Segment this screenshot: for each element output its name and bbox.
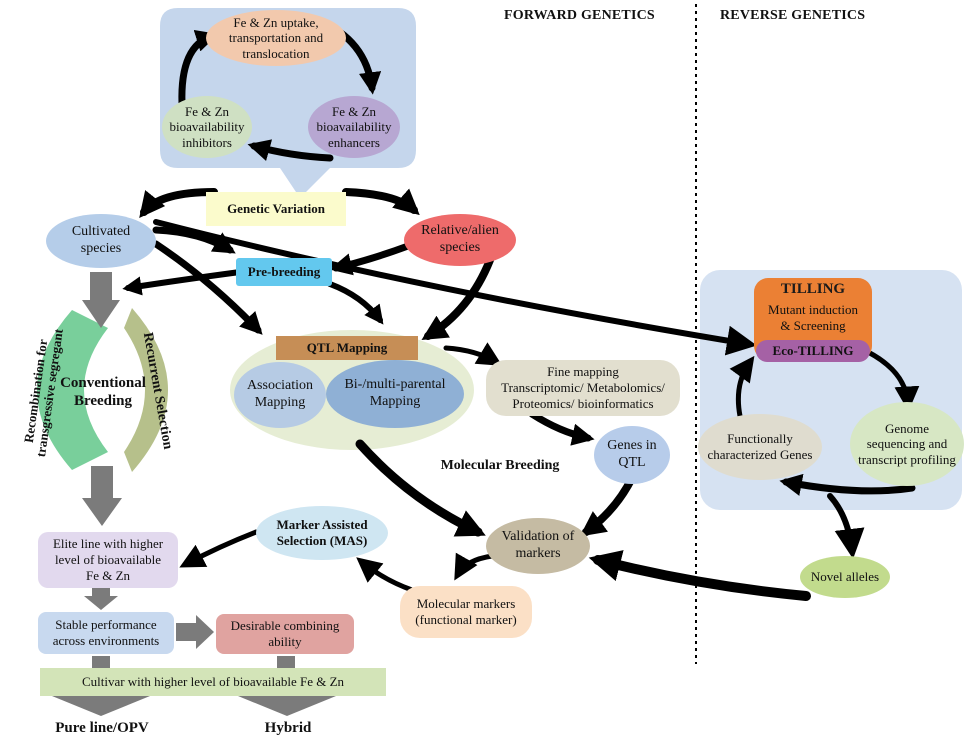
qtl-mapping-title: QTL Mapping — [276, 336, 418, 360]
gray-arrow-down-2 — [82, 466, 122, 526]
pre-breeding-box: Pre-breeding — [236, 258, 332, 286]
reverse-genetics-header: REVERSE GENETICS — [720, 8, 866, 23]
genes-in-qtl-node: Genes in QTL — [594, 426, 670, 484]
uptake-node: Fe & Zn uptake, transportation and trans… — [206, 10, 346, 66]
biparental-mapping-node: Bi-/multi-parental Mapping — [326, 360, 464, 428]
cultivated-species-node: Cultivated species — [46, 214, 156, 268]
arrow-finemapping-to-genes — [528, 410, 595, 446]
genetic-variation-box: Genetic Variation — [206, 192, 346, 226]
arrow-qtl-to-validation — [355, 439, 486, 537]
gray-arrow-right — [176, 615, 214, 649]
relative-species-node: Relative/alien species — [404, 214, 516, 266]
tilling-label: TILLING — [780, 280, 846, 297]
inhibitors-node: Fe & Zn bioavailability inhibitors — [162, 96, 252, 158]
gray-arrow-down-1 — [82, 272, 120, 328]
forward-genetics-header: FORWARD GENETICS — [504, 8, 655, 23]
arrow-novel-to-validation — [588, 550, 811, 601]
mas-node: Marker Assisted Selection (MAS) — [256, 506, 388, 560]
hybrid-label: Hybrid — [264, 719, 312, 736]
arrow-enhancers-to-inhibitors — [247, 139, 334, 162]
validation-node: Validation of markers — [486, 518, 590, 574]
enhancers-node: Fe & Zn bioavailability enhancers — [308, 96, 400, 158]
gray-arrow-down-5 — [277, 656, 295, 668]
combining-ability-box: Desirable combining ability — [216, 614, 354, 654]
functional-genes-node: Functionally characterized Genes — [698, 414, 822, 480]
pure-line-label: Pure line/OPV — [55, 719, 149, 736]
arrow-cultivated-to-qtl — [152, 240, 263, 335]
fine-mapping-box: Fine mapping Transcriptomic/ Metabolomic… — [486, 360, 680, 416]
arrow-mas-to-elite — [179, 529, 259, 568]
gray-arrow-down-4 — [92, 656, 110, 668]
gray-arrow-down-3 — [84, 588, 118, 610]
arrow-markers-to-mas — [356, 557, 415, 593]
cultivar-box: Cultivar with higher level of bioavailab… — [40, 668, 386, 696]
arrow-functional-to-novel — [827, 493, 865, 559]
pure-line-down-arrow — [52, 696, 150, 716]
arrow-tilling-to-genome — [865, 349, 920, 412]
genome-sequencing-node: Genome sequencing and transcript profili… — [850, 402, 964, 486]
mutant-induction-label: Mutant induction & Screening — [768, 302, 858, 333]
arrow-prebreeding-to-qtl — [327, 281, 384, 325]
arrow-prebreeding-to-conventional — [122, 269, 243, 296]
stable-performance-box: Stable performance across environments — [38, 612, 174, 654]
arrow-qtl-to-finemapping — [443, 342, 503, 366]
eco-tilling-box: Eco-TILLING — [756, 340, 870, 362]
arrow-genome-to-functional — [779, 473, 916, 496]
arrow-cultivated-to-prebreeding — [152, 226, 236, 254]
molecular-breeding-title: Molecular Breeding — [440, 458, 560, 474]
arrow-validation-to-markers — [454, 552, 495, 581]
molecular-markers-box: Molecular markers (functional marker) — [400, 586, 532, 638]
arrow-variation-to-cultivated — [139, 188, 218, 218]
arrow-variation-to-relative — [342, 188, 420, 216]
novel-alleles-node: Novel alleles — [800, 556, 890, 598]
conventional-breeding-title: Conventional Breeding — [60, 374, 146, 409]
hybrid-down-arrow — [238, 696, 336, 716]
recombination-arc — [37, 310, 108, 470]
arrow-cultivated-to-tilling — [153, 219, 757, 356]
recurrent-selection-arc — [124, 308, 168, 472]
arrow-genes-to-validation — [579, 474, 636, 537]
association-mapping-node: Association Mapping — [234, 362, 326, 428]
arrow-relative-to-qtl — [421, 256, 494, 341]
arrow-inhibitors-to-uptake — [178, 30, 219, 108]
arrow-functional-to-tilling — [729, 355, 755, 419]
elite-line-box: Elite line with higher level of bioavail… — [38, 532, 178, 588]
